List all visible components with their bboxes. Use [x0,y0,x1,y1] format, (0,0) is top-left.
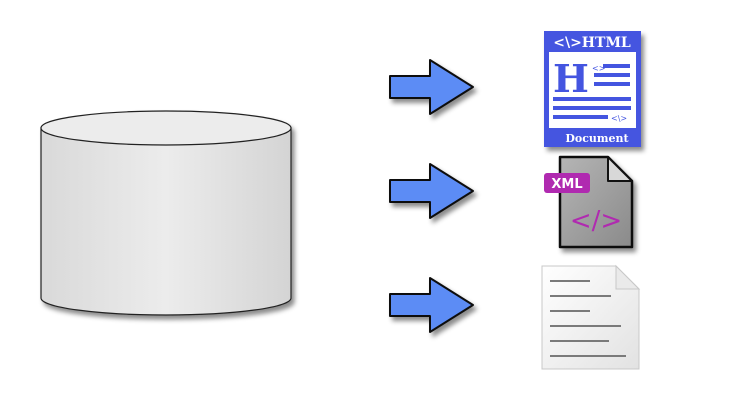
database-cylinder [40,110,292,316]
xml-file-icon: XML </> [544,155,634,249]
xml-badge: XML [551,177,582,192]
text-document-icon [541,264,641,370]
html-footer: Document [565,132,629,145]
html-tag-end: <\> [611,114,627,123]
html-tag: <> [592,64,605,73]
arrow-to-xml [389,163,474,219]
html-heading-letter: H [553,56,589,101]
html-badge: <\>HTML [553,35,631,51]
arrow-to-html [389,59,474,115]
xml-code-symbol: </> [570,206,622,236]
html-document-icon: <\>HTML H <> <\> Document [544,31,641,147]
arrow-to-text [389,277,474,333]
